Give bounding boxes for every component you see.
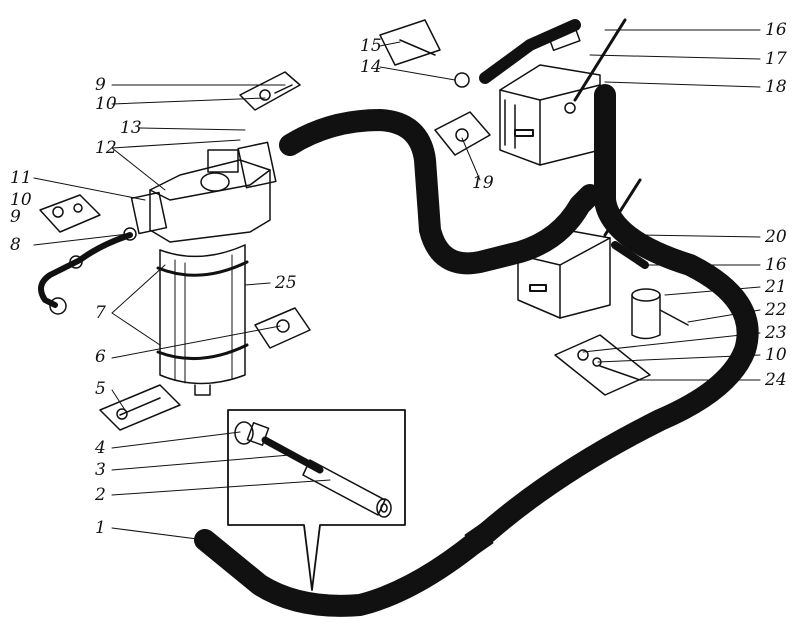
label-13: 13 [120, 118, 142, 138]
label-21: 21 [764, 277, 787, 297]
hardware-plates [39, 19, 651, 431]
main-hose [279, 109, 601, 275]
label-19: 19 [472, 173, 494, 193]
label-2: 2 [94, 485, 106, 505]
label-11: 11 [10, 168, 32, 188]
label-12: 12 [95, 138, 117, 158]
label-16-mid: 16 [765, 255, 787, 275]
label-24: 24 [764, 370, 787, 390]
label-22: 22 [764, 300, 787, 320]
label-8: 8 [10, 235, 21, 255]
label-5: 5 [95, 379, 106, 399]
label-1: 1 [95, 518, 106, 538]
inset-detail [227, 409, 406, 591]
label-10-right: 10 [765, 345, 787, 365]
fuel-pump [479, 18, 627, 166]
label-20: 20 [764, 227, 787, 247]
leader-lines [33, 29, 761, 541]
label-17: 17 [765, 49, 787, 69]
label-16-top: 16 [765, 20, 787, 40]
fuel-filter [38, 141, 277, 396]
label-14: 14 [360, 57, 382, 77]
label-4: 4 [94, 438, 106, 458]
label-10-left: 10 [10, 190, 32, 210]
label-3: 3 [95, 460, 106, 480]
callout-labels: 1 2 3 4 5 6 7 8 9 9 10 10 10 11 12 13 14… [10, 20, 787, 538]
label-6: 6 [95, 347, 106, 367]
label-15: 15 [360, 36, 382, 56]
label-10-top: 10 [95, 94, 117, 114]
heater-unit [517, 178, 689, 340]
label-9-top: 9 [95, 75, 106, 95]
return-hose [194, 84, 759, 617]
label-18: 18 [765, 77, 787, 97]
label-9-left: 9 [10, 207, 21, 227]
label-25: 25 [274, 273, 297, 293]
label-23: 23 [764, 323, 787, 343]
label-7: 7 [95, 303, 106, 323]
